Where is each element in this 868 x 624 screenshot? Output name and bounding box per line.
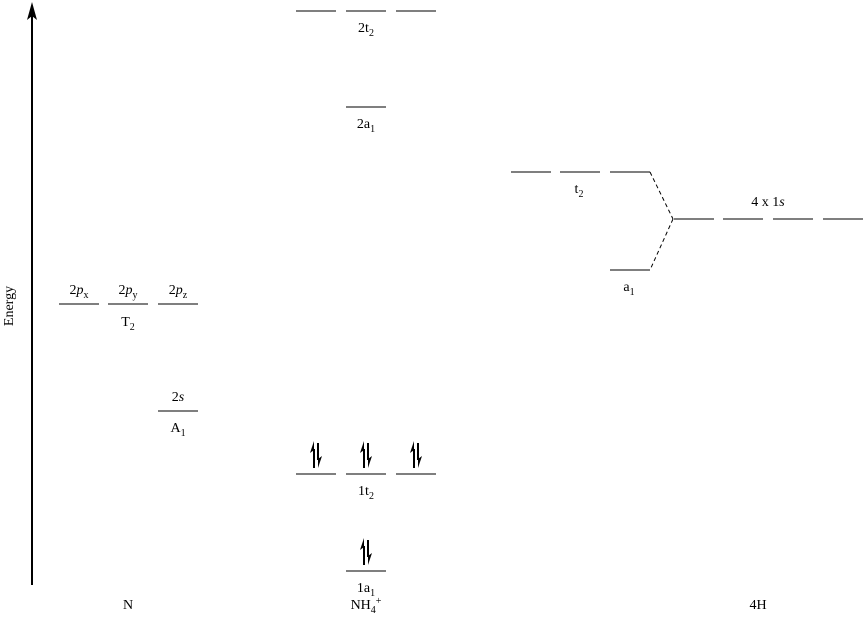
label-2py: 2py [118, 283, 138, 301]
correlation-dashed-line [649, 218, 674, 271]
electron-pair-icon [360, 538, 372, 565]
label-2pz: 2pz [168, 283, 188, 301]
label-T2: T2 [121, 315, 135, 333]
correlation-dashed-line [649, 171, 674, 220]
energy-axis-label: Energy [2, 285, 18, 327]
label-h-t2: t2 [574, 182, 584, 200]
column-label-NH4: NH4+ [350, 596, 382, 616]
label-2s: 2s [171, 390, 185, 405]
axis-arrow-icon [27, 2, 37, 20]
label-2a1: 2a1 [356, 117, 376, 135]
energy-axis [27, 2, 37, 585]
label-2px: 2px [69, 283, 89, 301]
electron-pairs [310, 441, 422, 565]
column-label-4H: 4H [749, 598, 767, 613]
electron-pair-icon [410, 441, 422, 468]
energy-levels [59, 10, 863, 572]
label-h-a1: a1 [623, 280, 635, 298]
label-1t2: 1t2 [358, 484, 374, 502]
electron-pair-icon [310, 441, 322, 468]
label-1a1: 1a1 [356, 581, 376, 599]
label-2t2: 2t2 [358, 21, 374, 39]
column-label-N: N [122, 598, 134, 613]
correlation-lines [649, 171, 674, 271]
label-A1: A1 [170, 421, 186, 439]
label-4x1s: 4 x 1s [751, 195, 785, 210]
electron-pair-icon [360, 441, 372, 468]
